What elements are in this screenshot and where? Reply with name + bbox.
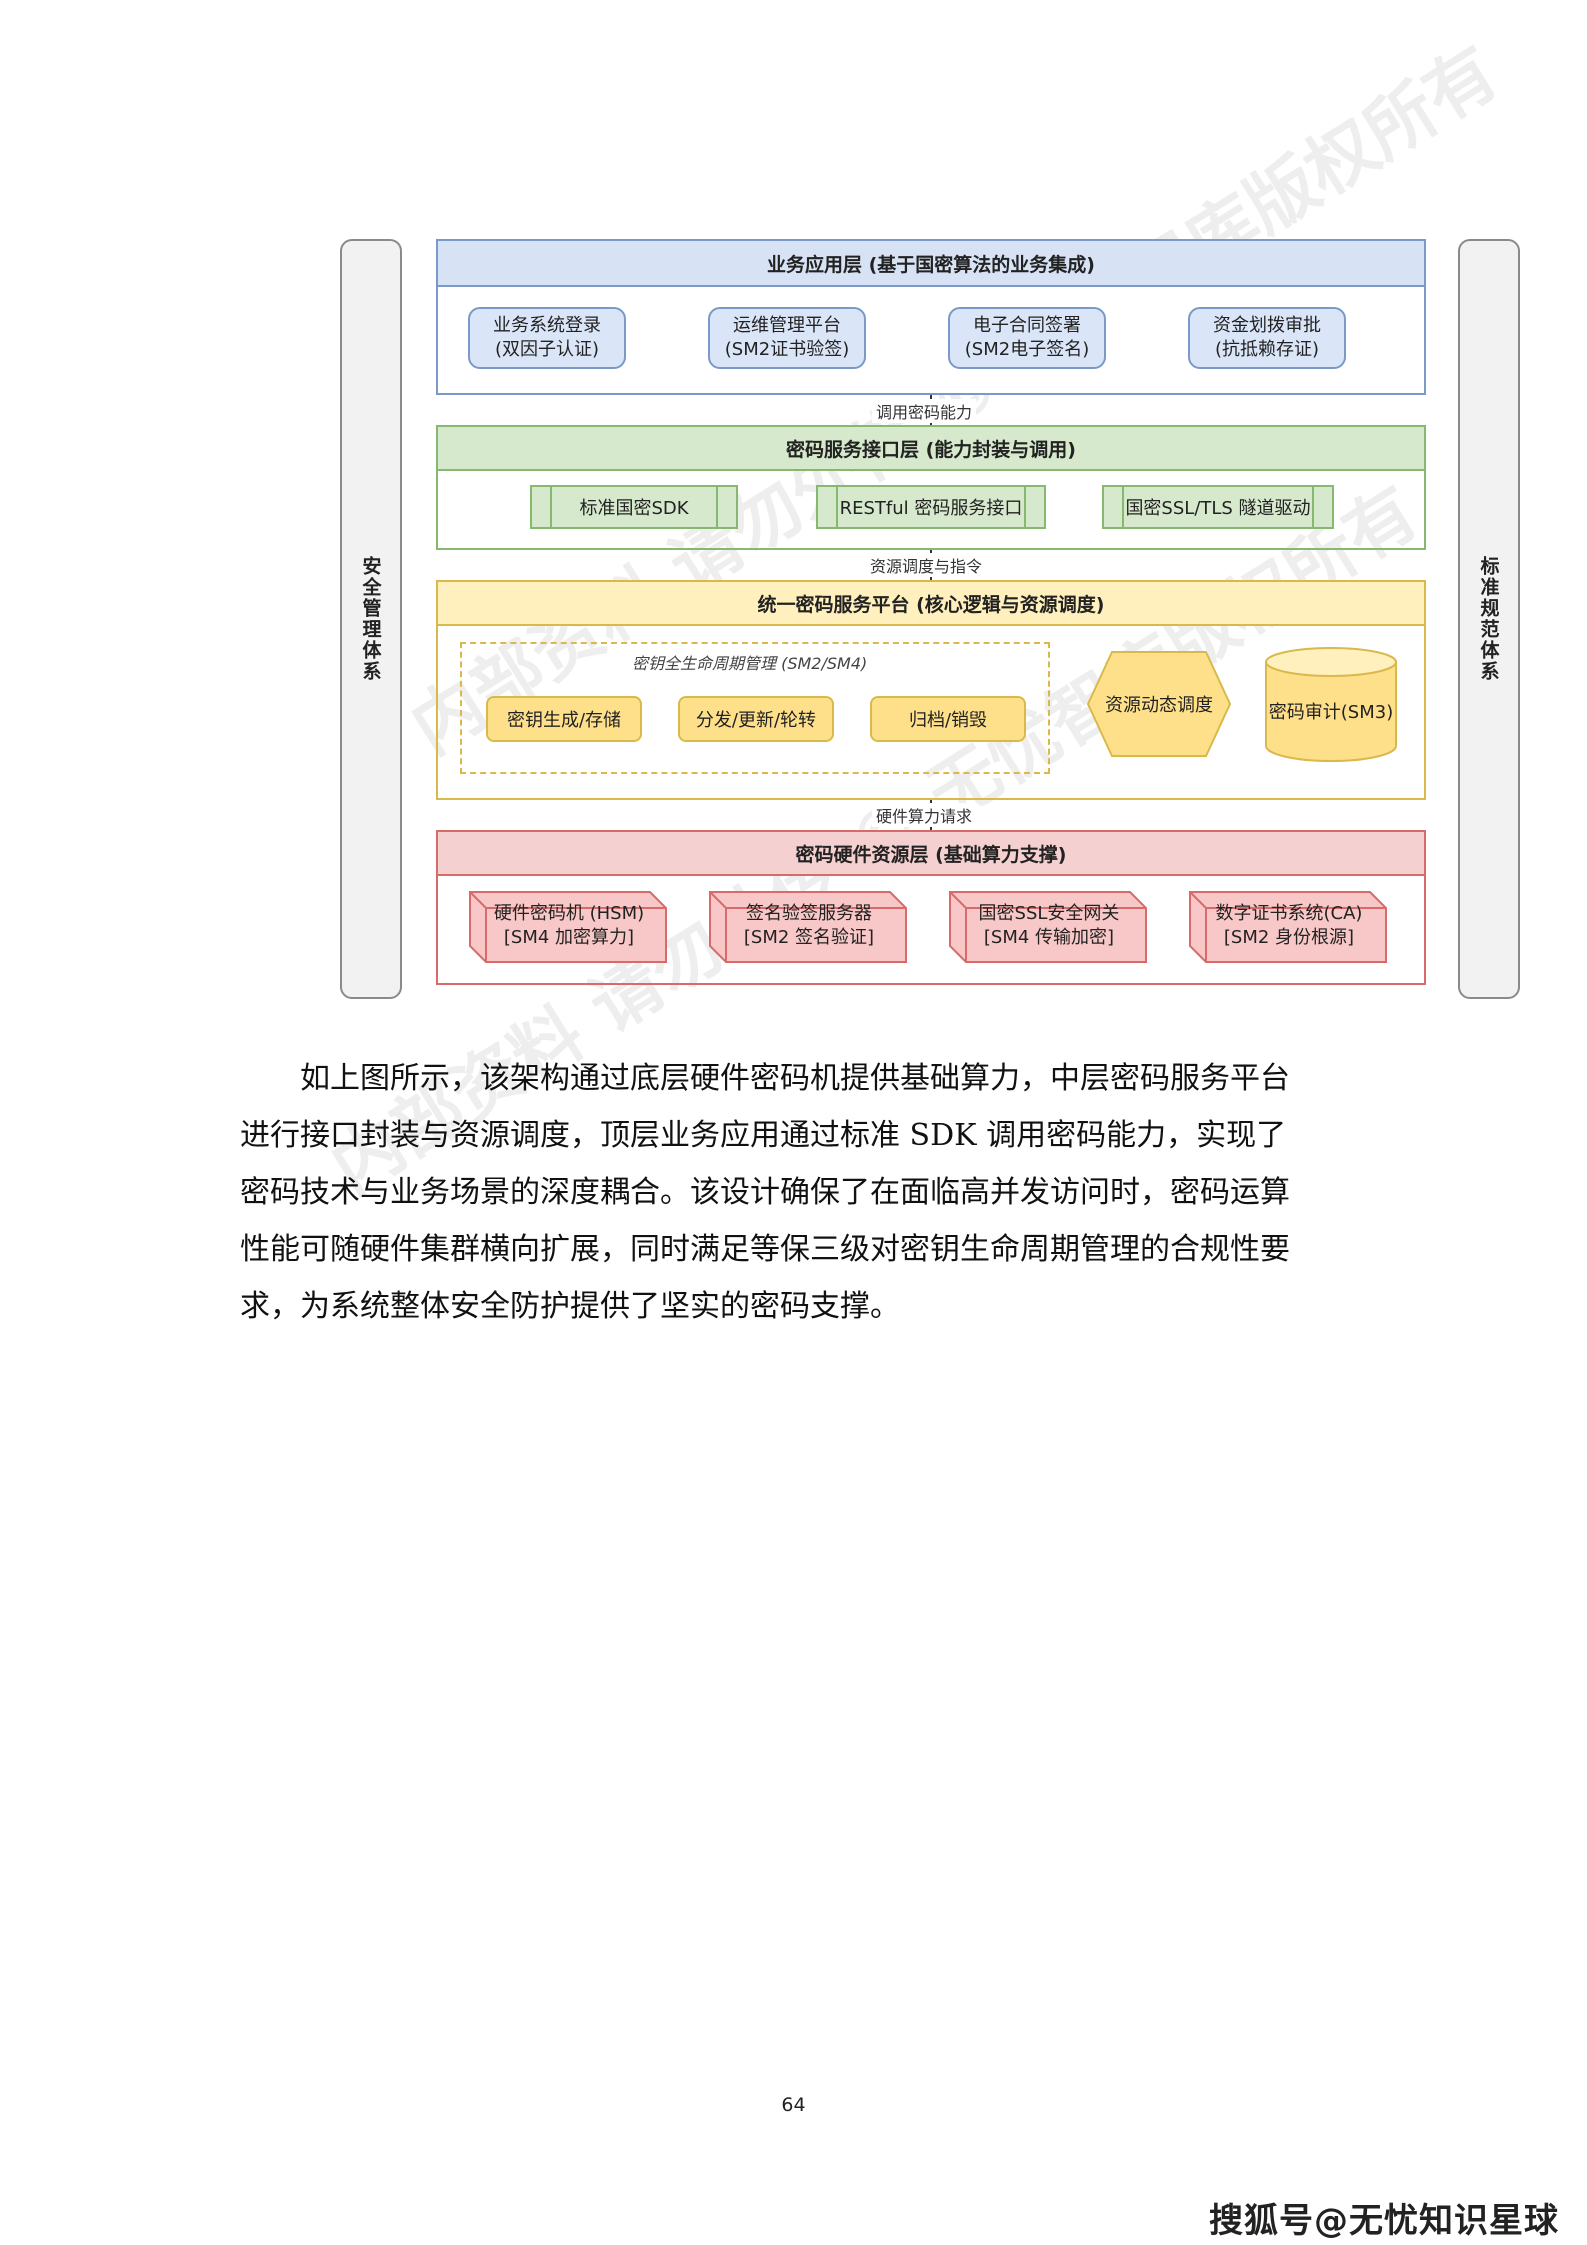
business-item-title: 电子合同签署 — [973, 315, 1081, 336]
interface-item: RESTful 密码服务接口 — [816, 485, 1046, 529]
paragraph-line: 求，为系统整体安全防护提供了坚实的密码支撑。 — [240, 1289, 900, 1324]
connector-label: 资源调度与指令 — [866, 553, 987, 577]
business-item-subtitle: (双因子认证) — [494, 339, 600, 360]
business-item: 电子合同签署 (SM2电子签名) — [948, 307, 1106, 369]
key-item: 分发/更新/轮转 — [678, 696, 834, 742]
hardware-item-subtitle: [SM4 传输加密] — [983, 927, 1115, 948]
crypto-audit-cylinder: 密码审计(SM3) — [1264, 646, 1398, 764]
interface-item: 国密SSL/TLS 隧道驱动 — [1102, 485, 1334, 529]
crypto-hardware-layer: 密码硬件资源层 (基础算力支撑) 硬件密码机 (HSM) [SM4 加密算力] … — [436, 830, 1426, 985]
right-side-bar-label: 标准规范体系 — [1477, 556, 1500, 682]
layer-title: 统一密码服务平台 (核心逻辑与资源调度) — [438, 582, 1424, 626]
key-lifecycle-group: 密钥全生命周期管理 (SM2/SM4) 密钥生成/存储 分发/更新/轮转 归档/… — [460, 642, 1050, 774]
hardware-item-title: 数字证书系统(CA) — [1215, 903, 1363, 924]
hardware-item-title: 签名验签服务器 — [746, 903, 872, 924]
business-item: 运维管理平台 (SM2证书验签) — [708, 307, 866, 369]
hardware-item-subtitle: [SM2 签名验证] — [743, 927, 875, 948]
business-item: 业务系统登录 (双因子认证) — [468, 307, 626, 369]
business-item-subtitle: (SM2证书验签) — [724, 339, 850, 360]
unified-crypto-platform-layer: 统一密码服务平台 (核心逻辑与资源调度) 密钥全生命周期管理 (SM2/SM4)… — [436, 580, 1426, 800]
source-watermark: 搜狐号@无忧知识星球 — [1209, 2201, 1559, 2241]
paragraph-line: 性能可随硬件集群横向扩展，同时满足等保三级对密钥生命周期管理的合规性要 — [240, 1232, 1290, 1267]
left-side-bar: 安全管理体系 — [340, 239, 402, 999]
architecture-diagram: 内部资料 请勿外传 © 无忧智库版权所有 内部资料 请勿外传 © 无忧智库版权所… — [300, 31, 1570, 1210]
hardware-item-subtitle: [SM2 身份根源] — [1223, 927, 1355, 948]
paragraph-line: 进行接口封装与资源调度，顶层业务应用通过标准 SDK 调用密码能力，实现了 — [240, 1118, 1287, 1153]
business-item-subtitle: (抗抵赖存证) — [1214, 339, 1320, 360]
hardware-item: 硬件密码机 (HSM) [SM4 加密算力] — [468, 890, 668, 964]
paragraph-line: 如上图所示，该架构通过底层硬件密码机提供基础算力，中层密码服务平台 — [240, 1061, 1290, 1096]
business-item-title: 资金划拨审批 — [1213, 315, 1321, 336]
layer-title: 密码硬件资源层 (基础算力支撑) — [438, 832, 1424, 876]
business-application-layer: 业务应用层 (基于国密算法的业务集成) 业务系统登录 (双因子认证) 运维管理平… — [436, 239, 1426, 395]
page-number: 64 — [781, 2094, 806, 2116]
hardware-item: 国密SSL安全网关 [SM4 传输加密] — [948, 890, 1148, 964]
resource-scheduling-hexagon: 资源动态调度 — [1086, 650, 1232, 758]
hexagon-label: 资源动态调度 — [1105, 695, 1213, 716]
right-side-bar: 标准规范体系 — [1458, 239, 1520, 999]
crypto-interface-layer: 密码服务接口层 (能力封装与调用) 标准国密SDK RESTful 密码服务接口… — [436, 425, 1426, 550]
business-item-subtitle: (SM2电子签名) — [964, 339, 1090, 360]
business-item: 资金划拨审批 (抗抵赖存证) — [1188, 307, 1346, 369]
interface-item: 标准国密SDK — [530, 485, 738, 529]
hardware-item: 签名验签服务器 [SM2 签名验证] — [708, 890, 908, 964]
hardware-item-subtitle: [SM4 加密算力] — [503, 927, 635, 948]
connector-label: 调用密码能力 — [872, 399, 977, 423]
key-item: 归档/销毁 — [870, 696, 1026, 742]
group-caption: 密钥全生命周期管理 (SM2/SM4) — [632, 654, 868, 673]
connector-label: 硬件算力请求 — [872, 803, 977, 827]
business-item-title: 业务系统登录 — [493, 315, 601, 336]
paragraph-line: 密码技术与业务场景的深度耦合。该设计确保了在面临高并发访问时，密码运算 — [240, 1175, 1290, 1210]
cylinder-label: 密码审计(SM3) — [1268, 702, 1394, 723]
key-item: 密钥生成/存储 — [486, 696, 642, 742]
business-item-title: 运维管理平台 — [733, 315, 841, 336]
layer-title: 业务应用层 (基于国密算法的业务集成) — [438, 241, 1424, 287]
body-paragraph: 如上图所示，该架构通过底层硬件密码机提供基础算力，中层密码服务平台 进行接口封装… — [240, 1050, 1350, 1335]
hardware-item: 数字证书系统(CA) [SM2 身份根源] — [1188, 890, 1388, 964]
hardware-item-title: 硬件密码机 (HSM) — [493, 903, 645, 924]
layer-title: 密码服务接口层 (能力封装与调用) — [438, 427, 1424, 471]
hardware-item-title: 国密SSL安全网关 — [978, 903, 1120, 924]
left-side-bar-label: 安全管理体系 — [359, 556, 382, 682]
